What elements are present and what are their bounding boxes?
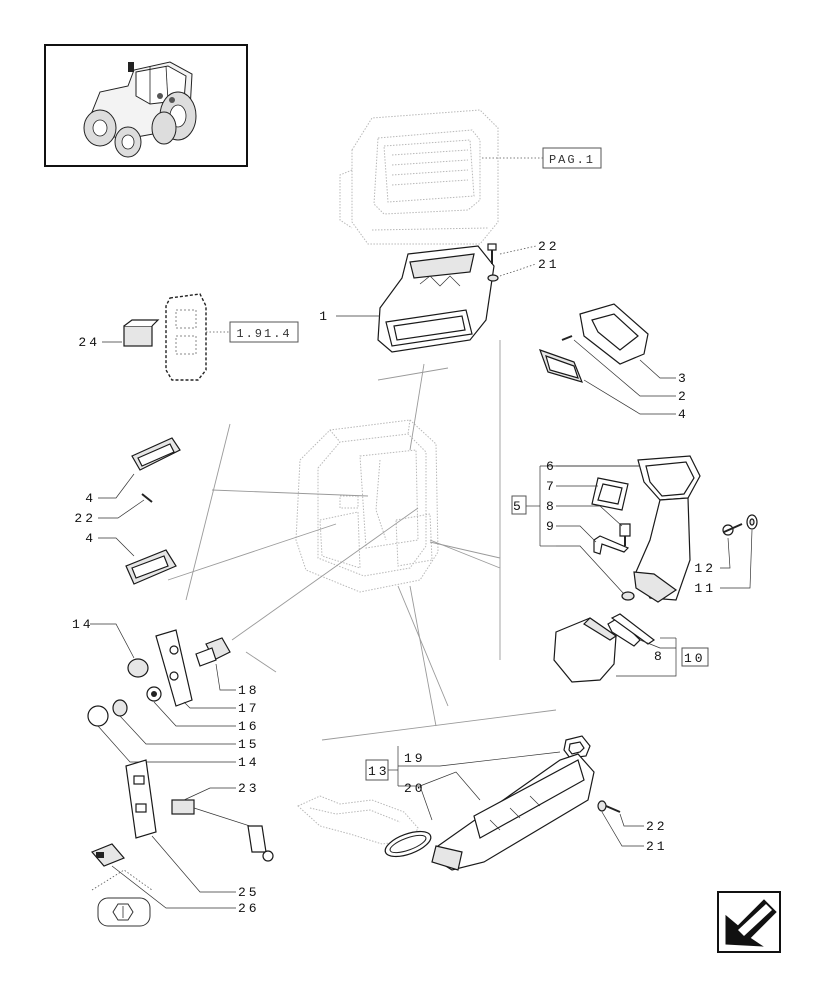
callout-19: 19 bbox=[404, 751, 426, 766]
callout-16: 16 bbox=[238, 719, 260, 734]
callout-8: 8 bbox=[546, 499, 557, 514]
screw-22-left bbox=[141, 493, 153, 503]
switch-part-26 bbox=[90, 843, 126, 867]
callout-21: 21 bbox=[538, 257, 560, 272]
callout-1: 1 bbox=[319, 309, 330, 324]
duct-part-6 bbox=[633, 455, 701, 603]
guide-lines bbox=[167, 340, 557, 741]
callout-23: 23 bbox=[238, 781, 260, 796]
callout-22: 22 bbox=[646, 819, 668, 834]
callout-13-box: 13 bbox=[365, 759, 390, 781]
callout-9: 9 bbox=[546, 519, 557, 534]
callout-4: 4 bbox=[85, 491, 96, 506]
gasket-part-3 bbox=[579, 303, 649, 365]
clip-part-8-lower bbox=[610, 613, 656, 645]
vent-part-4-lower-left bbox=[125, 549, 177, 585]
duct-part-1 bbox=[377, 245, 495, 353]
harness-part-23 bbox=[171, 799, 274, 862]
washer-part-11 bbox=[746, 514, 758, 530]
heater-unit-ghost bbox=[339, 109, 499, 245]
ring-part-15 bbox=[112, 699, 128, 717]
callout-10-box: 10 bbox=[681, 647, 709, 667]
screw-part-2 bbox=[561, 335, 573, 341]
ref-1-91-4[interactable]: 1.91.4 bbox=[229, 321, 299, 343]
cab-frame-ghost bbox=[295, 419, 439, 593]
callout-7: 7 bbox=[546, 479, 557, 494]
vent-part-4-right bbox=[539, 349, 584, 383]
callout-25: 25 bbox=[238, 885, 260, 900]
tractor-thumbnail-icon[interactable] bbox=[44, 44, 248, 167]
cap-part-14-lower bbox=[87, 705, 109, 727]
callout-14: 14 bbox=[72, 617, 94, 632]
duct-part-20-ghost bbox=[297, 795, 419, 845]
callout-11: 11 bbox=[694, 581, 716, 596]
callout-24: 24 bbox=[78, 335, 100, 350]
plug-part-9 bbox=[621, 591, 635, 601]
switch-part-18 bbox=[195, 637, 231, 667]
callout-6: 6 bbox=[546, 459, 557, 474]
gasket-part-7 bbox=[591, 477, 629, 511]
svg-text:1.91.4: 1.91.4 bbox=[236, 327, 291, 341]
callout-22: 22 bbox=[74, 511, 96, 526]
callout-15: 15 bbox=[238, 737, 260, 752]
cap-part-14-upper bbox=[127, 658, 149, 678]
bolt-part-12 bbox=[722, 523, 743, 536]
callout-4: 4 bbox=[85, 531, 96, 546]
svg-text:PAG.1: PAG.1 bbox=[549, 153, 595, 167]
gasket-part-20 bbox=[384, 830, 432, 858]
callout-17: 17 bbox=[238, 701, 260, 716]
callout-3: 3 bbox=[678, 371, 689, 386]
callout-26: 26 bbox=[238, 901, 260, 916]
callout-5-box: 5 bbox=[511, 495, 527, 515]
svg-text:5: 5 bbox=[513, 499, 524, 514]
callout-18: 18 bbox=[238, 683, 260, 698]
knob-part-16 bbox=[146, 686, 162, 702]
duct-part-10 bbox=[553, 617, 641, 683]
callout-21: 21 bbox=[646, 839, 668, 854]
svg-text:10: 10 bbox=[684, 651, 706, 666]
duct-part-13 bbox=[431, 753, 595, 871]
screw-22-bottom bbox=[597, 800, 621, 813]
screw-22-top bbox=[487, 243, 499, 282]
vent-part-4-upper-left bbox=[131, 437, 181, 471]
switch-panel-ghost bbox=[123, 293, 207, 381]
callout-2: 2 bbox=[678, 389, 689, 404]
callout-22: 22 bbox=[538, 239, 560, 254]
return-arrow-icon[interactable] bbox=[717, 891, 781, 953]
duct-part-19 bbox=[563, 735, 591, 759]
callout-8: 8 bbox=[654, 649, 665, 664]
callout-20: 20 bbox=[404, 781, 426, 796]
switch-plate-part-17 bbox=[155, 629, 193, 707]
callout-14: 14 bbox=[238, 755, 260, 770]
callout-12: 12 bbox=[694, 561, 716, 576]
svg-text:13: 13 bbox=[368, 764, 390, 779]
callout-4: 4 bbox=[678, 407, 689, 422]
switch-symbol-icon bbox=[91, 869, 153, 927]
bracket-part-9 bbox=[593, 535, 630, 555]
clip-part-8-upper bbox=[619, 523, 631, 546]
plate-part-25 bbox=[125, 759, 157, 839]
ref-pag1[interactable]: PAG.1 bbox=[542, 147, 602, 169]
